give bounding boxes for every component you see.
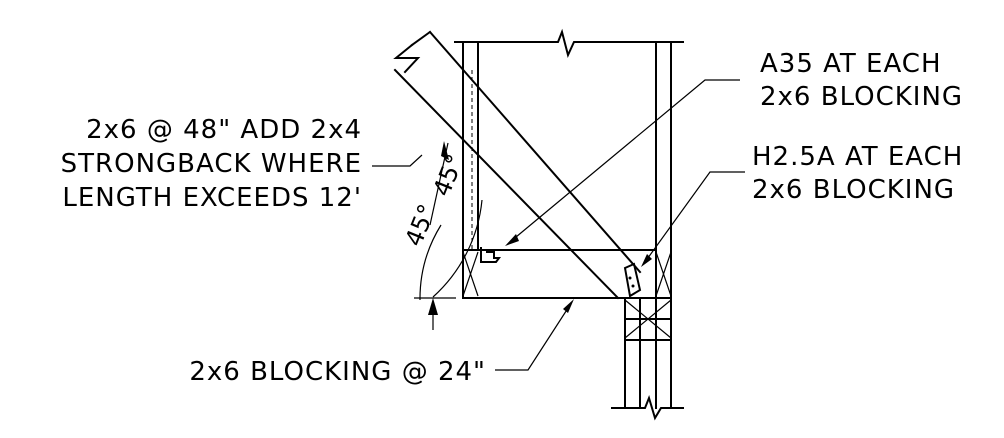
angle-label-lower: 45°	[400, 200, 442, 250]
blocking-member	[462, 249, 672, 299]
leader-strongback	[372, 154, 423, 167]
note-blocking: 2x6 BLOCKING @ 24"	[189, 357, 486, 387]
note-strongback-line1: 2x6 @ 48" ADD 2x4	[86, 115, 362, 145]
lower-wall	[624, 297, 672, 409]
top-break-line	[454, 28, 684, 58]
leader-a35	[505, 79, 740, 246]
note-strongback-line3: LENGTH EXCEEDS 12'	[62, 183, 362, 213]
note-strongback-line2: STRONGBACK WHERE	[61, 149, 362, 179]
h25a-tie	[623, 262, 642, 298]
leader-blocking	[495, 299, 574, 371]
bottom-break-line	[611, 394, 684, 421]
note-h25a-line2: 2x6 BLOCKING	[752, 175, 955, 205]
angle-dimension	[414, 141, 483, 330]
a35-clip	[480, 247, 501, 263]
note-a35-line1: A35 AT EACH	[760, 49, 942, 79]
note-a35-line2: 2x6 BLOCKING	[760, 82, 963, 112]
note-h25a-line1: H2.5A AT EACH	[752, 142, 963, 172]
rafter	[393, 30, 642, 300]
leader-h25a	[641, 171, 745, 267]
